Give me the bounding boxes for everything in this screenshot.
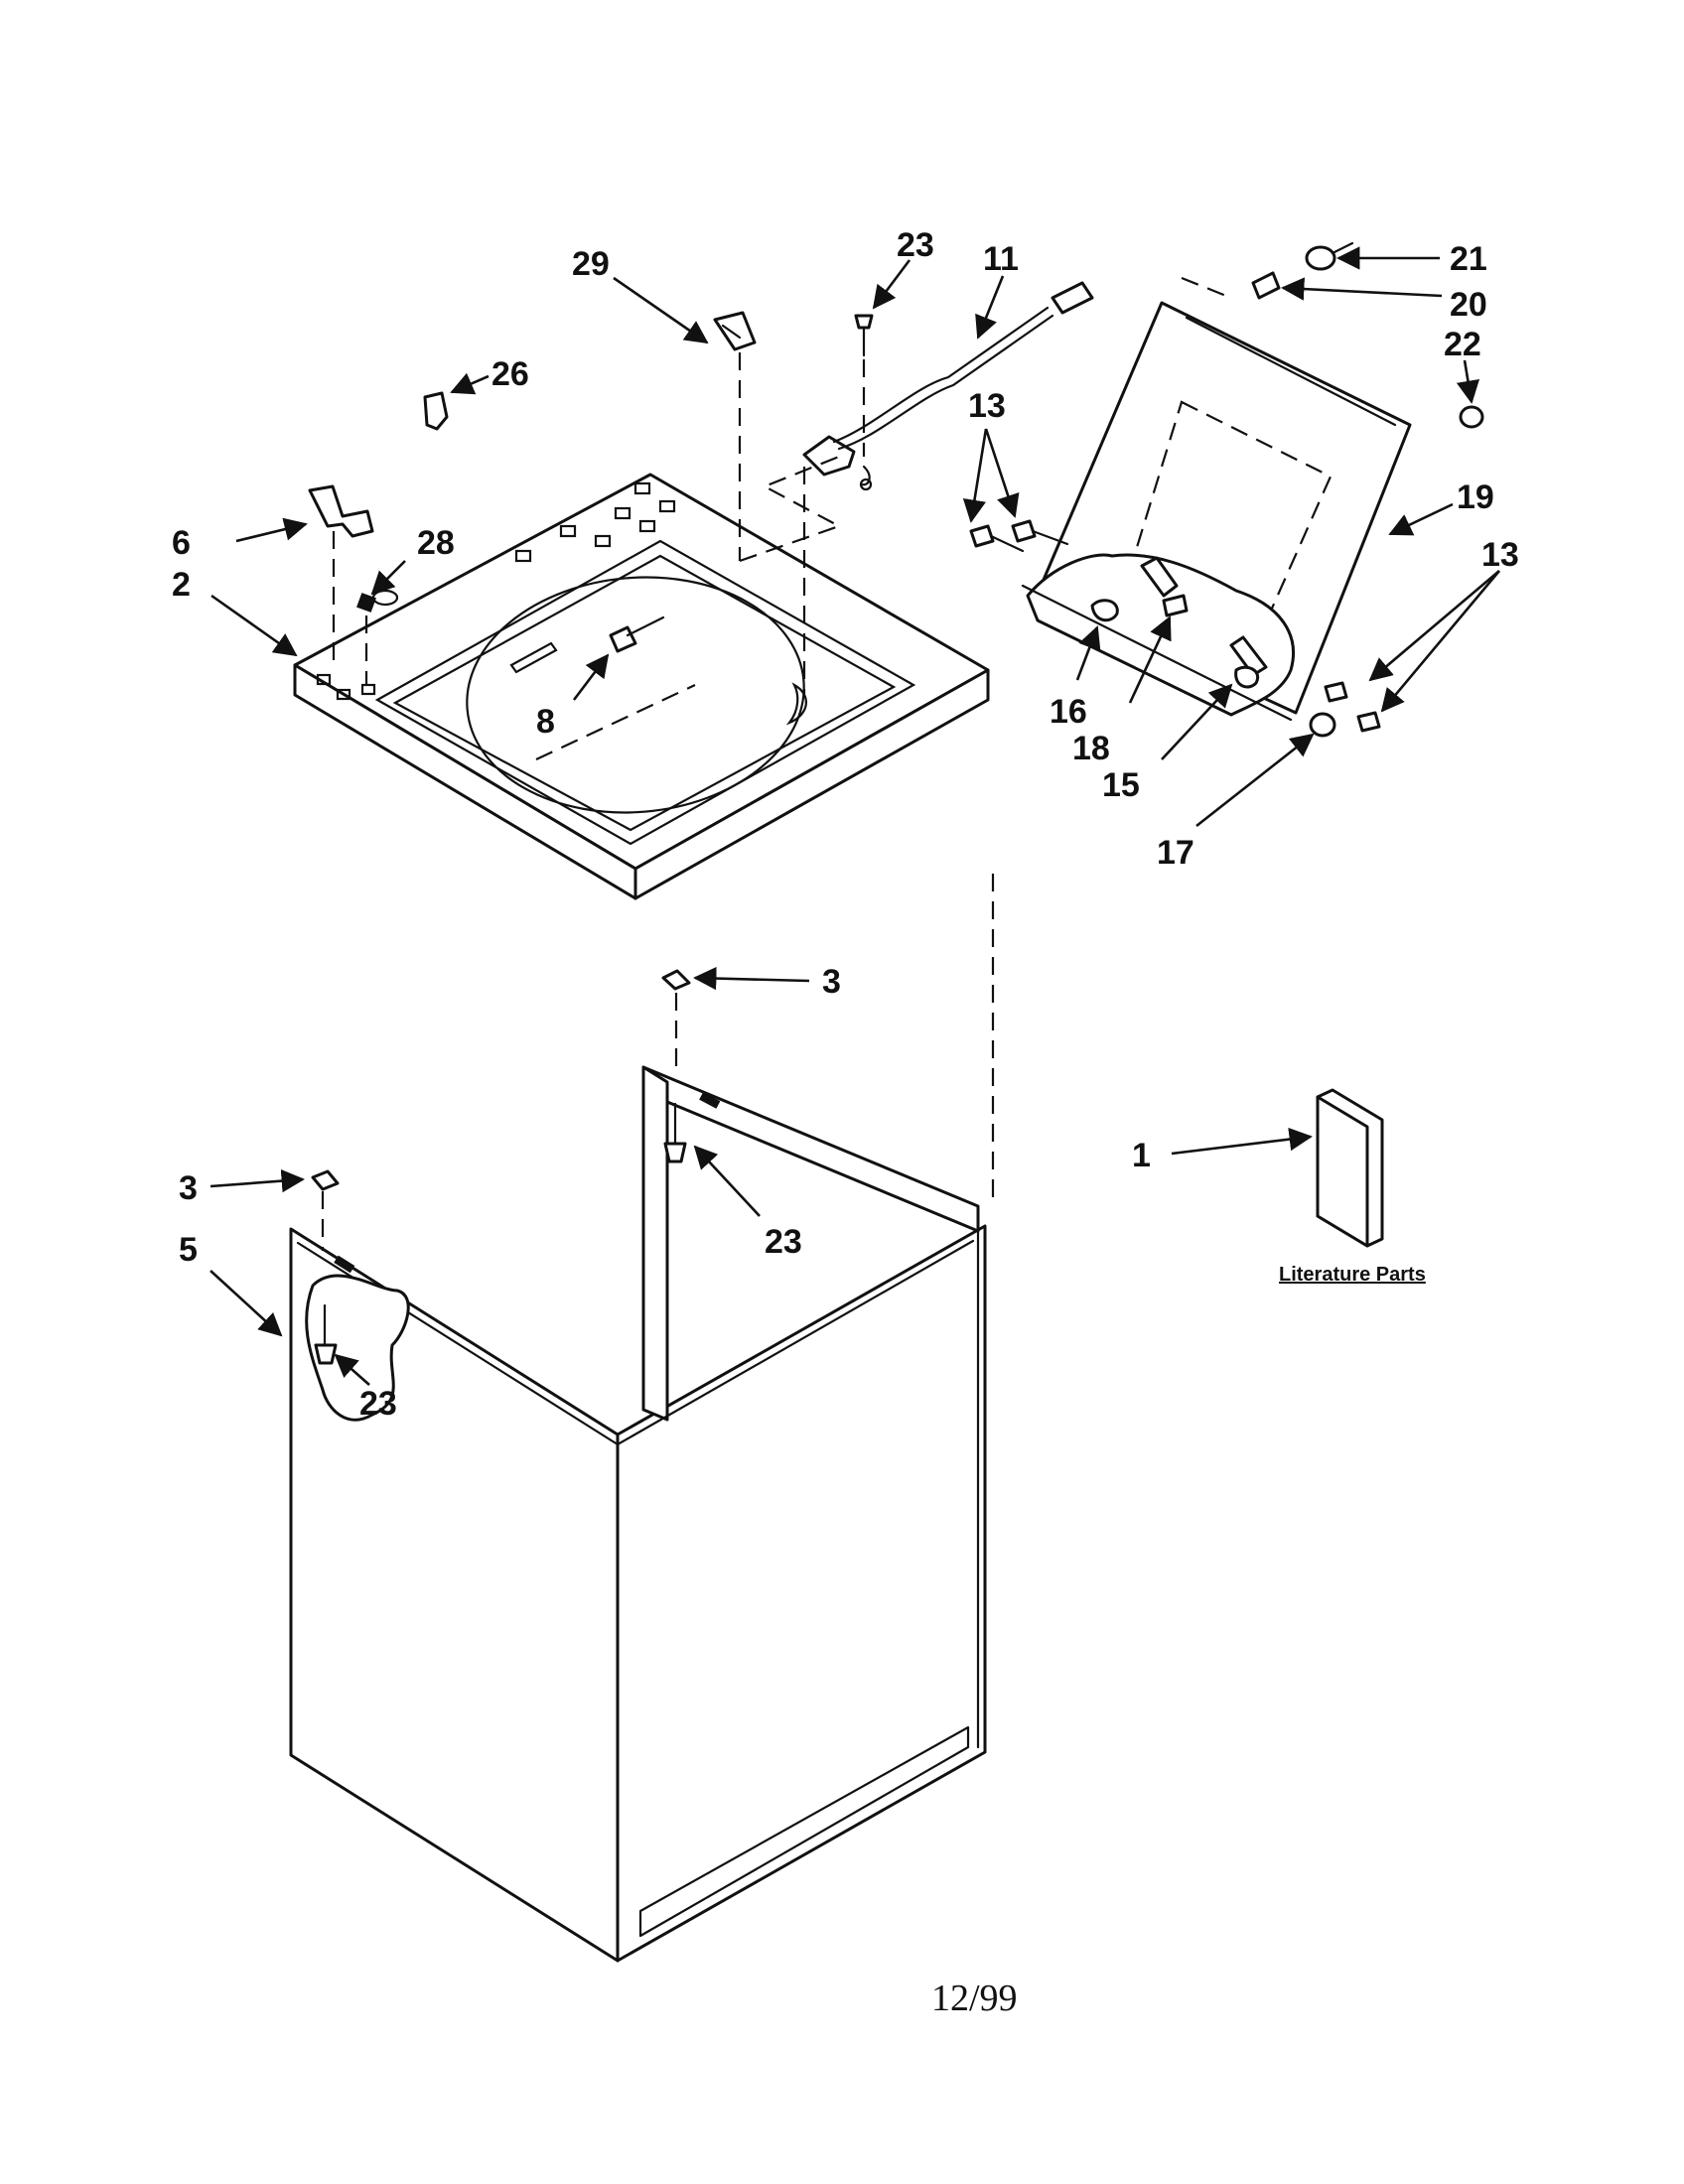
callout-23: 23: [765, 1223, 802, 1261]
callout-18: 18: [1072, 730, 1110, 767]
callout-13: 13: [1481, 536, 1519, 574]
part-20-stud: [1251, 271, 1281, 300]
part-16-18-hinge: [1090, 556, 1189, 622]
date-code: 12/99: [931, 1978, 1018, 2019]
callout-15: 15: [1102, 766, 1140, 804]
callout-3: 3: [822, 963, 841, 1001]
callout-11: 11: [983, 240, 1019, 278]
part-26-clip: [423, 391, 449, 431]
cabinet: [289, 1065, 987, 1963]
callout-6: 6: [172, 524, 191, 562]
callout-20: 20: [1450, 286, 1487, 324]
assembly-lines: [332, 276, 1232, 1201]
callout-13: 13: [968, 387, 1006, 425]
washer-lid: [1021, 301, 1412, 722]
callout-23: 23: [897, 226, 934, 264]
callout-16: 16: [1050, 693, 1087, 731]
part-23-screw-front: [314, 1303, 338, 1365]
callout-17: 17: [1157, 834, 1194, 872]
callout-labels: 29 23 11 21 20 22 26 13 19 13 6 28 2 8 1…: [172, 226, 1519, 2019]
part-23-screw-top: [854, 314, 874, 357]
callout-8: 8: [536, 703, 555, 741]
callout-28: 28: [417, 524, 455, 562]
part-11-harness: [802, 281, 1094, 491]
callout-5: 5: [179, 1231, 198, 1269]
part-3-clip-front: [311, 1169, 340, 1251]
part-15-17-hinge: [1229, 635, 1381, 738]
part-29-clip: [713, 311, 757, 351]
callout-3: 3: [179, 1169, 198, 1207]
part-3-clip-back: [661, 969, 691, 1072]
part-28-clip: [356, 593, 376, 613]
callout-21: 21: [1450, 240, 1487, 278]
literature-parts-label: Literature Parts: [1279, 1264, 1426, 1286]
part-1-literature: [1316, 1088, 1384, 1248]
callout-23: 23: [359, 1385, 397, 1423]
callout-19: 19: [1457, 478, 1494, 516]
washer-top: [293, 473, 990, 900]
callout-2: 2: [172, 566, 191, 604]
callout-1: 1: [1132, 1137, 1151, 1174]
callout-22: 22: [1444, 326, 1481, 363]
part-8-screw: [609, 615, 665, 653]
leader-lines: [210, 246, 1500, 1386]
callout-26: 26: [491, 355, 529, 393]
part-13-screws-left: [969, 519, 1069, 553]
part-6-bracket: [308, 484, 374, 538]
part-23-screw-back: [663, 1102, 687, 1163]
part-21-bumper: [1305, 241, 1354, 271]
part-22-bumper: [1459, 405, 1484, 429]
callout-29: 29: [572, 245, 610, 283]
